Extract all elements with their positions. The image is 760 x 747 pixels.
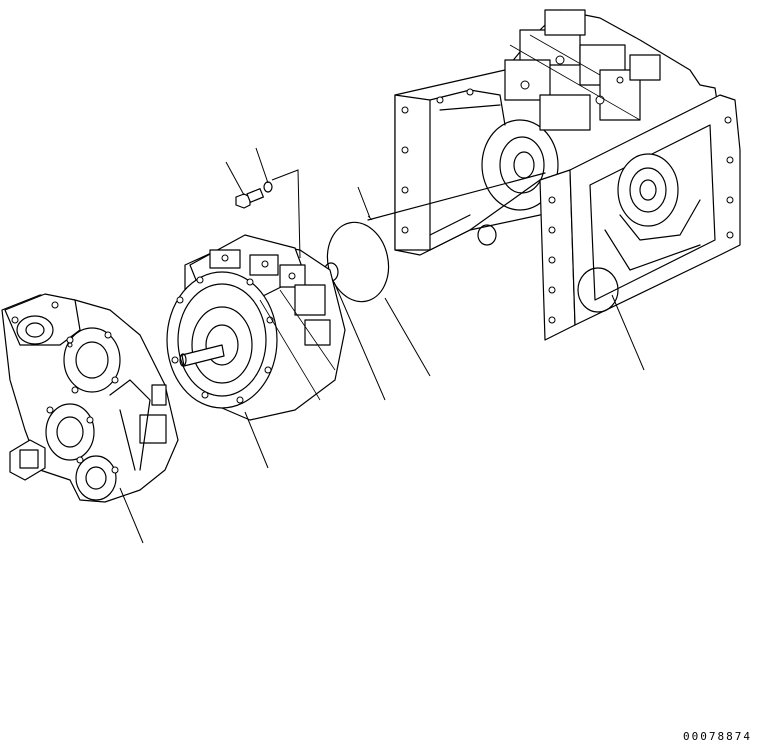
leader-pin [357, 186, 371, 219]
transmission-pump-assembly [166, 234, 346, 421]
steering-case-housing [394, 9, 741, 341]
leader-washer [255, 147, 269, 184]
washer [263, 181, 273, 193]
bolt [235, 188, 264, 209]
leader-pump [244, 411, 269, 469]
leader-lines [119, 147, 645, 544]
leader-bolt [225, 161, 245, 196]
leader-steering-case [611, 294, 645, 371]
o-ring [326, 221, 390, 303]
leader-seal-ring [333, 281, 386, 401]
leader-transfer-case [119, 487, 144, 544]
transfer-case [1, 293, 179, 503]
leader-o-ring [384, 297, 431, 377]
drawing-number: 00078874 [683, 730, 752, 743]
leader-bolt-bracket [271, 169, 301, 259]
